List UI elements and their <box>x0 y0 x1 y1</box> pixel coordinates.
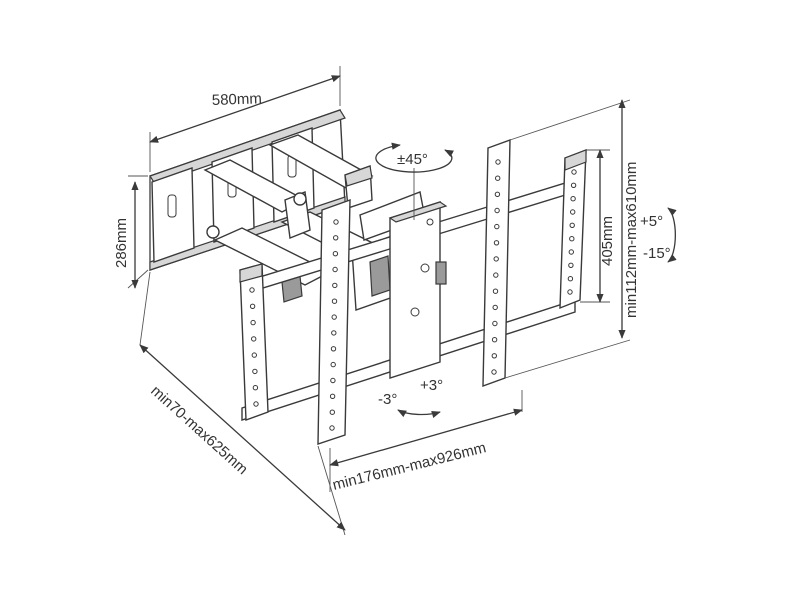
bracket-hole <box>568 249 574 255</box>
bracket-hole <box>251 336 257 342</box>
bracket-hole <box>333 219 339 225</box>
bracket-hole <box>567 289 573 295</box>
bracket-hole <box>571 169 577 175</box>
rotation-arrows <box>375 142 677 418</box>
bracket-hole <box>329 425 335 431</box>
bracket-hole <box>569 236 575 242</box>
bracket-hole <box>331 314 337 320</box>
swivel-arrow-icon <box>375 142 454 173</box>
bracket-hole <box>252 385 259 391</box>
height-label: 286mm <box>113 218 130 268</box>
level-plus-label: +3° <box>420 377 443 394</box>
tilt-down-label: -15° <box>643 245 671 262</box>
bracket-hole <box>330 361 336 368</box>
bracket-hole <box>329 409 335 415</box>
bracket-hole <box>492 304 498 311</box>
depth-label: min70-max625mm <box>147 382 251 478</box>
bracket-hole <box>330 377 336 384</box>
vesa-height-label: 405mm <box>599 216 616 266</box>
bracket-hole <box>570 196 576 202</box>
bracket-hole <box>331 330 337 336</box>
bracket-hole <box>569 222 575 229</box>
bracket-hole <box>493 272 499 278</box>
bracket-hole <box>249 287 255 293</box>
bracket-hole <box>332 251 339 257</box>
bracket-hole <box>494 223 500 230</box>
vertical-range-label: min112mm-max610mm <box>623 162 640 318</box>
bracket-hole <box>495 175 501 181</box>
bracket-hole <box>492 320 498 327</box>
tilt-arrow-icon <box>667 207 677 263</box>
width-label: 580mm <box>212 90 263 109</box>
bracket-hole <box>570 209 576 215</box>
bracket-hole <box>567 276 574 282</box>
bracket-hole <box>570 182 577 189</box>
bracket-hole <box>329 393 336 399</box>
bracket-hole <box>491 369 497 375</box>
bracket-hole <box>332 282 338 289</box>
bracket-hole <box>332 266 338 273</box>
bracket-hole <box>494 207 500 214</box>
bracket-hole <box>253 401 259 407</box>
bracket-hole <box>249 303 256 309</box>
bracket-hole <box>330 346 337 352</box>
bracket-hole <box>252 368 258 375</box>
bracket-hole <box>491 353 497 359</box>
bracket-hole <box>331 298 338 304</box>
bracket-hole <box>568 262 574 268</box>
bracket-hole <box>491 337 498 343</box>
bracket-hole <box>492 288 499 294</box>
level-arrow-icon <box>397 409 441 418</box>
bracket-hole <box>493 240 500 246</box>
vesa-width-label: min176mm-max926mm <box>331 439 488 494</box>
bracket-hole <box>493 256 499 262</box>
center-plate <box>388 201 448 379</box>
bracket-hole <box>251 352 258 358</box>
bracket-hole <box>250 319 256 326</box>
bracket-hole <box>495 159 501 165</box>
level-minus-label: -3° <box>378 391 397 408</box>
bracket-hole <box>333 235 339 241</box>
bracket-hole <box>494 191 501 198</box>
swivel-label: ±45° <box>397 151 428 168</box>
tilt-up-label: +5° <box>640 213 663 230</box>
dimension-lines <box>127 66 631 536</box>
